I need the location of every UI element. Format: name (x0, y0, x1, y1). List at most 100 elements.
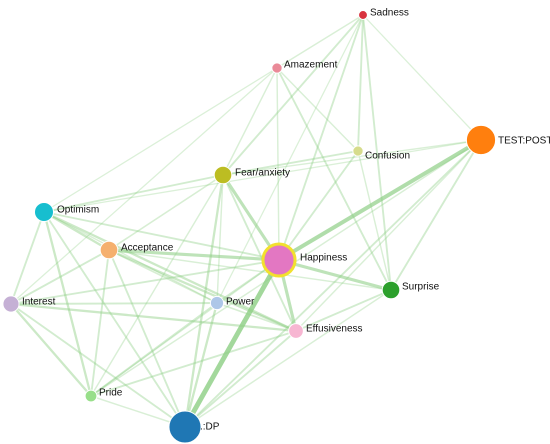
edge-acceptance-surprise (108, 249, 392, 291)
edge-acceptance-pride (90, 249, 110, 397)
edge-optimism-interest (10, 211, 45, 305)
edge-interest-amazement (10, 67, 278, 305)
node-fear-anxiety[interactable]: Fear/anxiety (213, 165, 290, 185)
edge-happiness-amazement (276, 67, 280, 261)
edge-fear-anxiety-sadness (222, 14, 364, 176)
edge-interest-power (10, 302, 218, 305)
edge-happiness-optimism (43, 211, 280, 261)
edge-optimism-pride (42, 210, 93, 398)
node-interest[interactable]: Interest (2, 295, 56, 313)
node-happiness[interactable]: Happiness (261, 242, 347, 278)
edge-optimism-fear-anxiety (43, 174, 224, 213)
edge-happiness-test-post (277, 138, 483, 262)
edge-effusiveness-surprise (295, 289, 392, 332)
node-label-confusion[interactable]: Confusion (365, 151, 410, 162)
node-label-test-post[interactable]: TEST:POST (498, 136, 550, 147)
node-label-dp[interactable]: .:DP (200, 422, 220, 433)
edge-effusiveness-fear-anxiety (222, 174, 297, 332)
node-surprise[interactable]: Surprise (381, 280, 440, 300)
node-test-post[interactable]: TEST:POST (465, 124, 550, 156)
node-label-surprise[interactable]: Surprise (402, 282, 440, 293)
edge-test-post-optimism (43, 139, 482, 213)
node-circle-pride[interactable] (84, 389, 98, 403)
edge-happiness-interest (10, 259, 280, 305)
edge-dp-acceptance (108, 249, 186, 428)
edge-happiness-surprise (277, 258, 393, 292)
node-label-optimism[interactable]: Optimism (57, 205, 99, 216)
node-dp[interactable]: .:DP (168, 410, 220, 444)
edge-happiness-confusion (278, 150, 359, 261)
node-circle-optimism[interactable] (33, 201, 55, 223)
edge-acceptance-interest (10, 249, 110, 305)
edge-dp-interest (10, 303, 186, 428)
node-label-power[interactable]: Power (226, 297, 255, 308)
node-label-pride[interactable]: Pride (99, 388, 123, 399)
edge-dp-surprise (184, 289, 392, 428)
node-pride[interactable]: Pride (84, 388, 123, 403)
edge-dp-test-post (184, 139, 482, 428)
node-circle-effusiveness[interactable] (288, 323, 304, 339)
edge-pride-effusiveness (90, 330, 297, 397)
edge-surprise-confusion (357, 150, 392, 291)
edge-acceptance-fear-anxiety (108, 174, 224, 251)
node-label-amazement[interactable]: Amazement (284, 60, 338, 71)
edge-surprise-test-post (390, 139, 482, 291)
edge-amazement-sadness (276, 14, 364, 69)
edge-optimism-power (43, 211, 218, 304)
node-circle-power[interactable] (209, 295, 225, 311)
node-circle-dp[interactable] (168, 410, 202, 444)
node-circle-fear-anxiety[interactable] (213, 165, 233, 185)
edge-pride-power (90, 302, 218, 397)
edge-dp-power (183, 301, 219, 429)
edge-happiness-dp (182, 257, 282, 430)
edge-fear-anxiety-amazement (222, 67, 278, 176)
node-amazement[interactable]: Amazement (271, 60, 338, 74)
node-circle-acceptance[interactable] (99, 240, 119, 260)
edge-fear-anxiety-test-post (222, 139, 482, 176)
edge-dp-optimism (43, 211, 186, 428)
edge-happiness-pride (90, 259, 280, 397)
node-circle-sadness[interactable] (358, 10, 368, 20)
edge-optimism-amazement (43, 67, 278, 213)
node-label-effusiveness[interactable]: Effusiveness (306, 324, 363, 335)
edge-interest-pride (9, 302, 93, 398)
edge-happiness-sadness (278, 14, 364, 261)
edge-interest-effusiveness (9, 302, 298, 333)
node-effusiveness[interactable]: Effusiveness (288, 323, 363, 339)
node-circle-happiness[interactable] (261, 242, 297, 278)
edge-power-fear-anxiety (216, 174, 224, 304)
edge-acceptance-effusiveness (107, 248, 298, 333)
edge-sadness-power (216, 14, 364, 304)
edge-fear-anxiety-confusion (222, 150, 359, 176)
node-optimism[interactable]: Optimism (33, 201, 99, 223)
node-circle-surprise[interactable] (381, 280, 401, 300)
node-label-acceptance[interactable]: Acceptance (121, 243, 174, 254)
edge-amazement-confusion (276, 67, 359, 152)
edge-acceptance-power (108, 249, 218, 304)
node-label-happiness[interactable]: Happiness (300, 253, 347, 264)
edge-surprise-amazement (276, 67, 392, 291)
node-circle-confusion[interactable] (352, 145, 364, 157)
edge-optimism-acceptance (42, 210, 111, 252)
edge-dp-effusiveness (184, 330, 297, 428)
edge-effusiveness-test-post (295, 139, 482, 332)
edge-pride-fear-anxiety (90, 174, 224, 397)
edge-test-post-sadness (362, 14, 482, 141)
node-power[interactable]: Power (209, 295, 255, 311)
edge-optimism-effusiveness (42, 210, 298, 333)
node-circle-amazement[interactable] (271, 62, 283, 74)
node-confusion[interactable]: Confusion (352, 145, 410, 162)
edges-layer (9, 14, 483, 430)
node-label-sadness[interactable]: Sadness (370, 8, 409, 19)
node-circle-interest[interactable] (2, 295, 20, 313)
edge-happiness-acceptance (107, 248, 281, 262)
node-label-interest[interactable]: Interest (22, 297, 56, 308)
node-label-fear-anxiety[interactable]: Fear/anxiety (235, 168, 290, 179)
node-sadness[interactable]: Sadness (358, 8, 409, 20)
edge-dp-fear-anxiety (183, 173, 225, 429)
edge-confusion-sadness (357, 14, 364, 152)
node-acceptance[interactable]: Acceptance (99, 240, 174, 260)
node-circle-test-post[interactable] (465, 124, 497, 156)
